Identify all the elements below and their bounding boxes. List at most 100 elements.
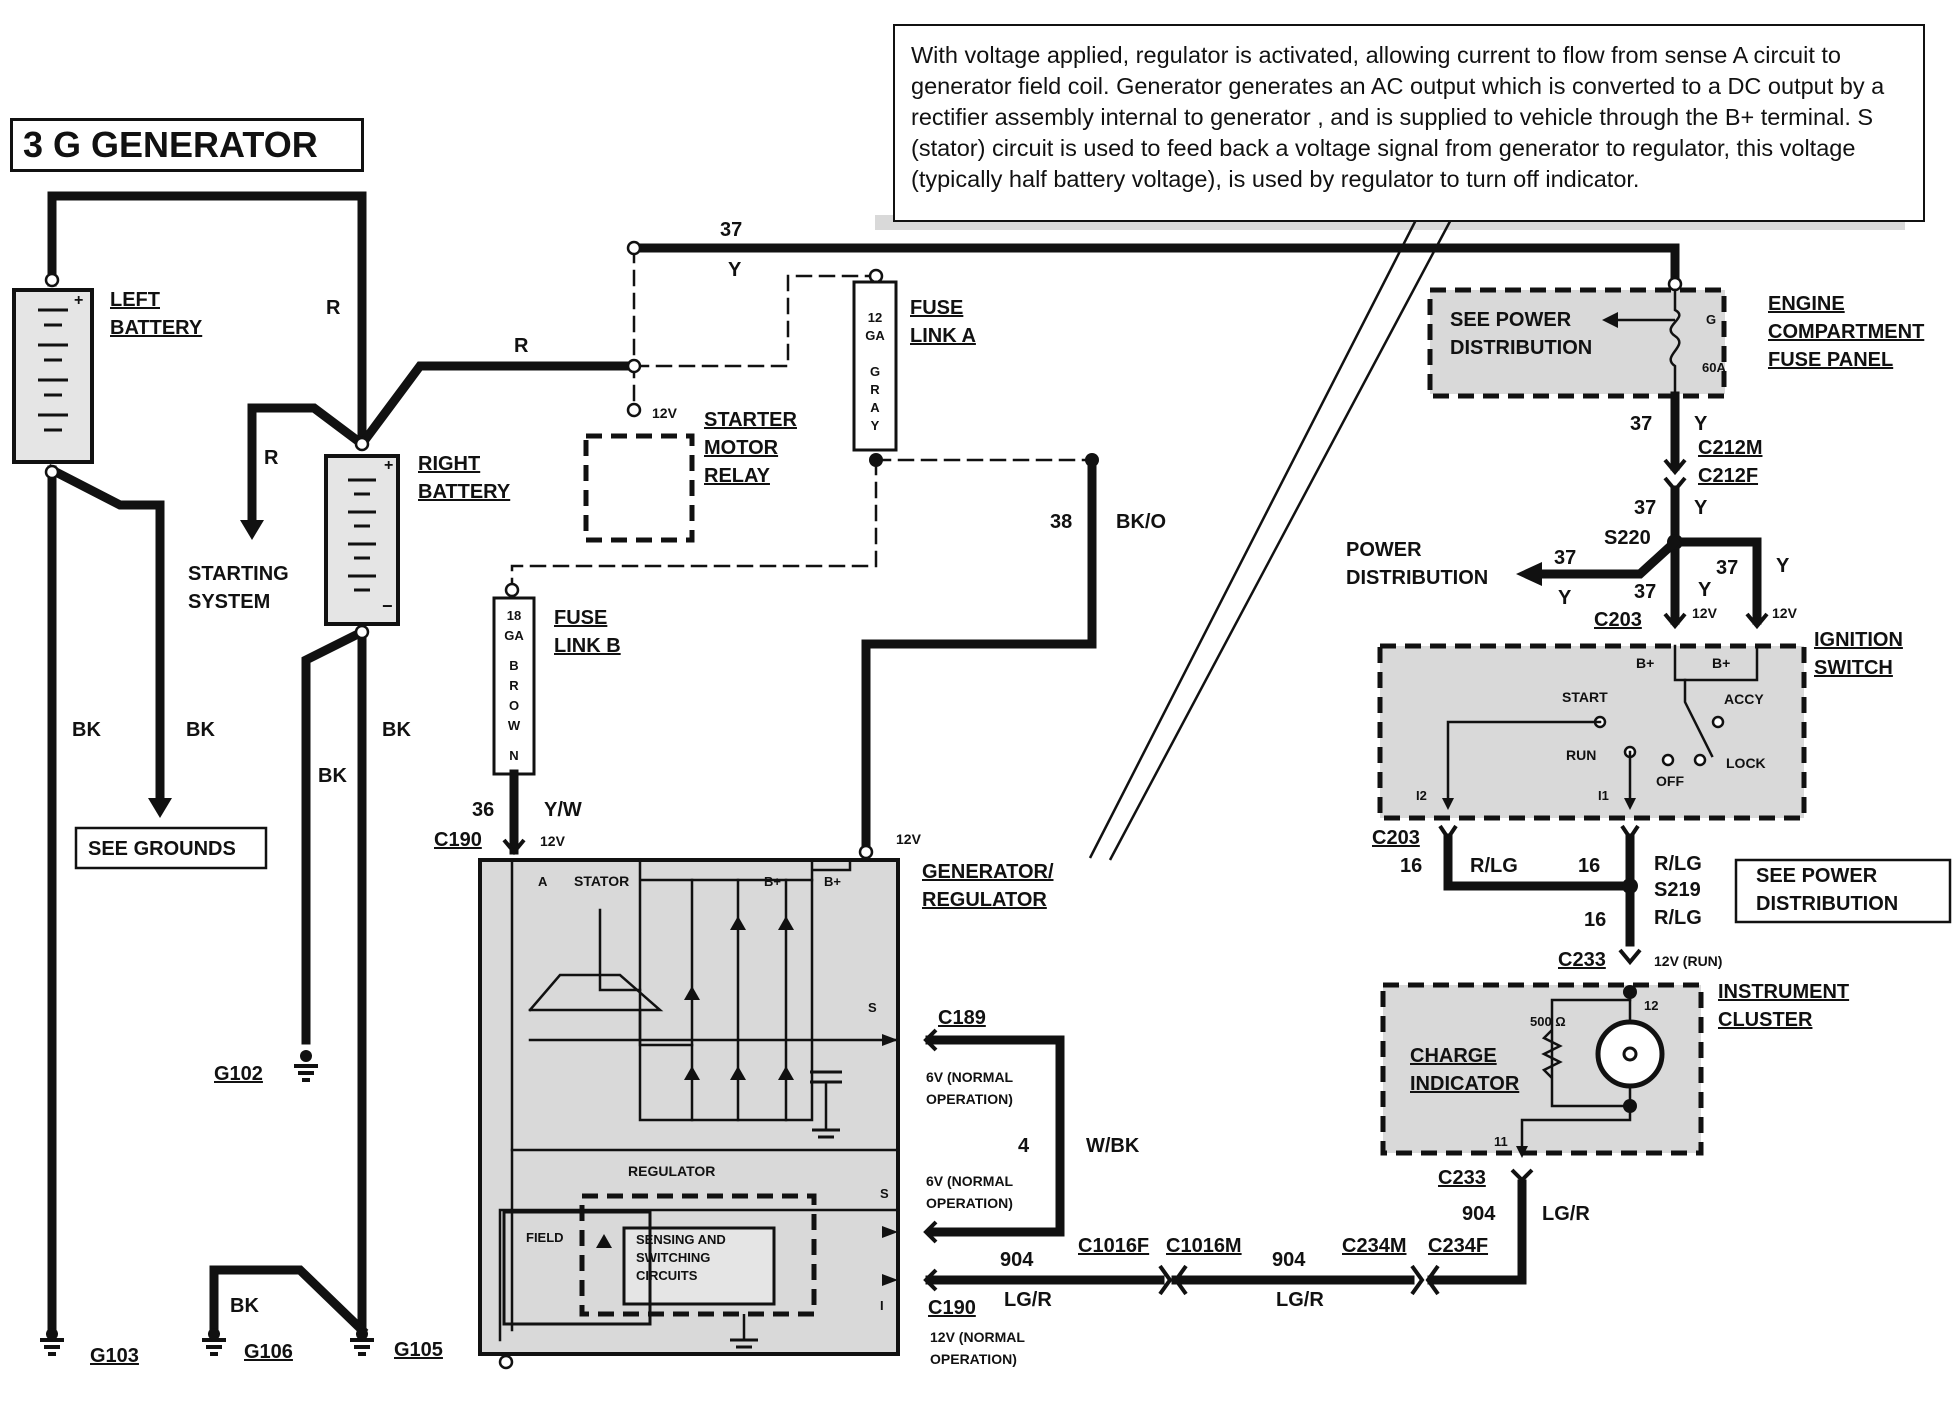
svg-text:BK: BK — [72, 719, 101, 741]
wire-dash-fuseb — [510, 458, 878, 588]
svg-text:OPERATION): OPERATION) — [926, 1195, 1013, 1211]
g105-label: G105 — [394, 1339, 443, 1361]
ignition-switch-box — [1377, 643, 1807, 821]
svg-text:B+: B+ — [1636, 655, 1654, 671]
svg-text:R: R — [514, 335, 529, 357]
svg-text:−: − — [382, 596, 393, 616]
ground-g105-icon — [350, 1328, 374, 1356]
svg-text:R: R — [326, 297, 341, 319]
svg-text:W/BK: W/BK — [1086, 1135, 1140, 1157]
svg-text:R/LG: R/LG — [1654, 853, 1702, 875]
svg-text:12V: 12V — [896, 831, 922, 847]
fuse-60a-label: 60A — [1702, 360, 1726, 375]
svg-text:904: 904 — [1462, 1203, 1496, 1225]
svg-text:B: B — [509, 658, 518, 673]
svg-text:904: 904 — [1272, 1249, 1306, 1271]
see-power-dist-1-label-1: SEE POWER — [1450, 309, 1572, 331]
svg-text:4: 4 — [1018, 1135, 1030, 1157]
grounds-arrow — [148, 798, 172, 818]
svg-text:LOCK: LOCK — [1726, 755, 1766, 771]
c189-label: C189 — [938, 1007, 986, 1029]
instrument-cluster-label-1: INSTRUMENT — [1718, 981, 1849, 1003]
svg-text:GA: GA — [865, 328, 885, 343]
callout-line-b — [1108, 211, 1457, 861]
c203-top-label: C203 — [1594, 609, 1642, 631]
svg-text:B+: B+ — [1712, 655, 1730, 671]
svg-text:O: O — [509, 698, 519, 713]
generator-label-1: GENERATOR/ — [922, 861, 1054, 883]
right-battery: + − — [324, 454, 400, 626]
see-power-dist-box — [1734, 858, 1952, 924]
svg-text:I: I — [880, 1298, 884, 1313]
svg-text:Y: Y — [1776, 555, 1790, 577]
svg-text:BK: BK — [382, 719, 411, 741]
generator-label-2: REGULATOR — [922, 889, 1047, 911]
svg-text:LG/R: LG/R — [1004, 1289, 1052, 1311]
ignition-shade — [1380, 646, 1804, 818]
fuse-link-b-label-1: FUSE — [554, 607, 607, 629]
svg-text:37: 37 — [720, 219, 742, 241]
c190-bottom-label: C190 — [928, 1297, 976, 1319]
svg-text:Y: Y — [1694, 497, 1708, 519]
wire-r-starting — [247, 403, 369, 527]
sensing-label-3: CIRCUITS — [636, 1268, 698, 1283]
fuse-link-a-label-2: LINK A — [910, 325, 976, 347]
c1016m-label: C1016M — [1166, 1235, 1242, 1257]
svg-text:+: + — [384, 457, 393, 474]
svg-text:6V (NORMAL: 6V (NORMAL — [926, 1069, 1014, 1085]
svg-text:A: A — [870, 400, 880, 415]
svg-text:904: 904 — [1000, 1249, 1034, 1271]
c234f-label: C234F — [1428, 1235, 1488, 1257]
generator-box — [478, 858, 900, 1356]
stator-label: STATOR — [574, 873, 629, 889]
svg-text:Y: Y — [1694, 413, 1708, 435]
engine-fuse-panel-label-2: COMPARTMENT — [1768, 321, 1924, 343]
svg-text:37: 37 — [1716, 557, 1738, 579]
wire-37-accy — [1670, 537, 1762, 625]
svg-text:OFF: OFF — [1656, 773, 1684, 789]
charge-indicator-bulb — [1595, 1019, 1665, 1089]
starter-relay-box — [583, 433, 695, 543]
c234m-label: C234M — [1342, 1235, 1406, 1257]
svg-text:START: START — [1562, 689, 1608, 705]
see-grounds-box — [74, 826, 268, 870]
instrument-cluster-label-2: CLUSTER — [1718, 1009, 1813, 1031]
fuse-link-b — [492, 596, 536, 776]
charge-indicator-label-2: INDICATOR — [1410, 1073, 1520, 1095]
wire-r-battery-link — [47, 191, 367, 449]
starting-arrow — [240, 520, 264, 540]
see-power-dist-2-label-2: DISTRIBUTION — [1756, 893, 1898, 915]
g102-label: G102 — [214, 1063, 263, 1085]
fuse-link-a-label-1: FUSE — [910, 297, 963, 319]
regulator-label: REGULATOR — [628, 1163, 715, 1179]
svg-text:37: 37 — [1554, 547, 1576, 569]
wire-16-r-lg — [1443, 833, 1635, 891]
wire-bk-grounds — [45, 463, 165, 805]
svg-text:R: R — [870, 382, 880, 397]
c233-top-label: C233 — [1558, 949, 1606, 971]
starter-relay-label-2: MOTOR — [704, 437, 779, 459]
svg-text:12V (NORMAL: 12V (NORMAL — [930, 1329, 1025, 1345]
svg-text:R: R — [264, 447, 279, 469]
s219-label: S219 — [1654, 879, 1701, 901]
svg-text:S: S — [868, 1000, 877, 1015]
svg-text:BK: BK — [318, 765, 347, 787]
c212m-label: C212M — [1698, 437, 1762, 459]
wire-38-bk-o — [861, 455, 1097, 863]
c212f-label: C212F — [1698, 465, 1758, 487]
resistor-label: 500 Ω — [1530, 1014, 1566, 1029]
callout-line-a — [1088, 211, 1422, 859]
right-battery-label-2: BATTERY — [418, 481, 511, 503]
svg-text:ACCY: ACCY — [1724, 691, 1764, 707]
c1016f-label: C1016F — [1078, 1235, 1149, 1257]
svg-text:Y: Y — [871, 418, 880, 433]
power-dist-label-2: DISTRIBUTION — [1346, 567, 1488, 589]
svg-text:Y: Y — [1698, 579, 1712, 601]
svg-text:BK: BK — [230, 1295, 259, 1317]
svg-text:36: 36 — [472, 799, 494, 821]
svg-text:12V: 12V — [1692, 605, 1718, 621]
svg-text:16: 16 — [1578, 855, 1600, 877]
starter-relay-label-3: RELAY — [704, 465, 771, 487]
starter-relay-label-1: STARTER — [704, 409, 798, 431]
